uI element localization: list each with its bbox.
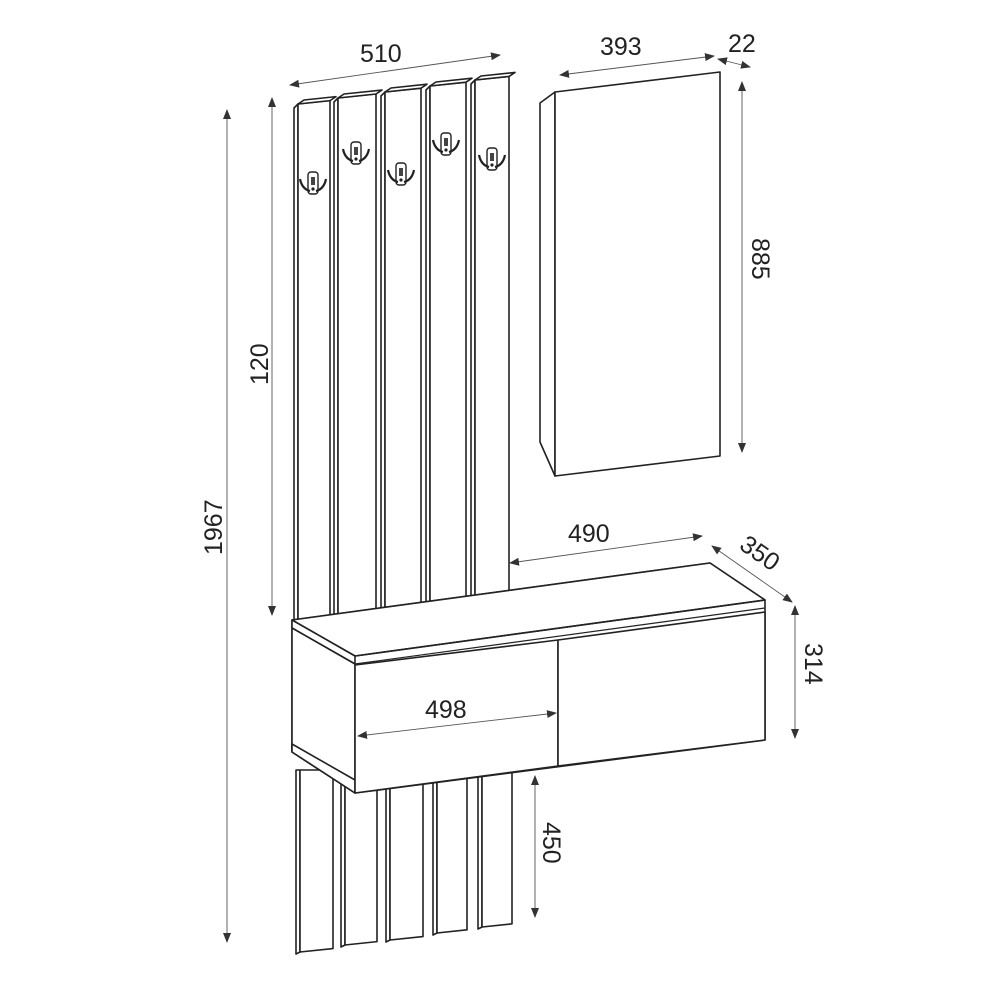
dim-mirror-height: 885 (746, 238, 774, 280)
dim-bench-width: 490 (568, 520, 610, 548)
coat-hook-icon (431, 132, 461, 156)
door-front (557, 611, 766, 767)
dim-bench-clearance: 450 (537, 822, 565, 864)
lower-slat (344, 774, 378, 946)
dim-mirror-width: 393 (600, 33, 642, 61)
coat-hook-icon (341, 141, 371, 165)
lower-slat (481, 769, 513, 928)
mirror (539, 71, 721, 477)
dim-bench-height: 314 (799, 643, 827, 685)
lower-slat (299, 769, 334, 953)
lower-slat-panel (295, 769, 513, 955)
dim-bench-depth: 350 (735, 530, 785, 577)
lower-slat (436, 774, 468, 934)
dim-mirror-depth: 22 (728, 30, 756, 58)
upper-slat (337, 93, 377, 615)
dim-panel-width: 510 (360, 40, 402, 68)
upper-slat-top (297, 95, 337, 105)
dim-drawer-width: 498 (425, 696, 467, 724)
dimension-lines (223, 52, 799, 943)
hooks (298, 132, 507, 195)
coat-hook-icon (298, 171, 328, 195)
upper-slat-panel (293, 71, 516, 625)
dim-panel-height: 120 (246, 343, 274, 385)
upper-slat-top (337, 89, 383, 99)
coat-hook-icon (477, 147, 507, 171)
lower-slat (389, 779, 424, 941)
dim-total-height: 1967 (200, 499, 228, 555)
coat-hook-icon (386, 162, 416, 186)
upper-slat (429, 81, 467, 603)
